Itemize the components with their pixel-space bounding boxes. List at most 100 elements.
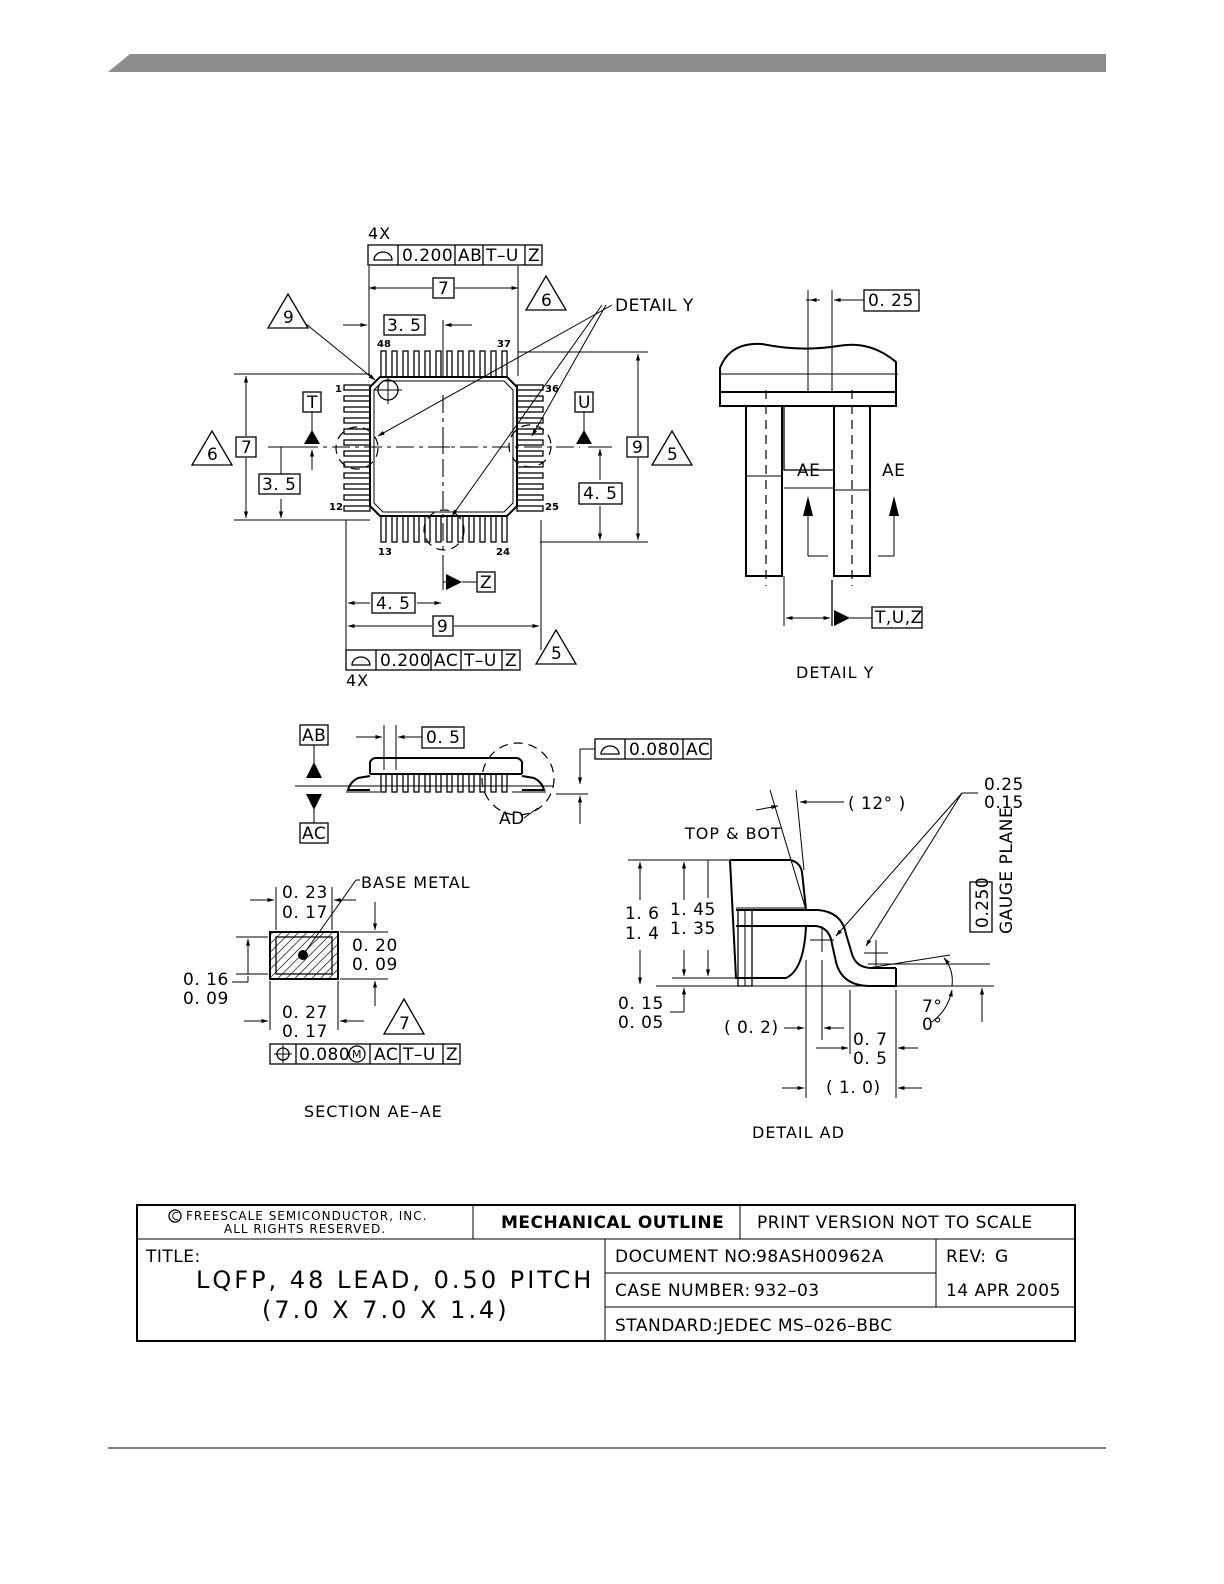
- datum-ac: AC: [299, 794, 329, 844]
- svg-text:Z: Z: [446, 1045, 458, 1065]
- pin-36: 36: [545, 384, 559, 395]
- sec-top-min: 0. 17: [282, 903, 328, 923]
- fcf-top-ref1: AB: [458, 246, 482, 266]
- sec-bottom-min: 0. 17: [282, 1022, 328, 1042]
- svg-text:Z: Z: [505, 651, 517, 671]
- sec-right-max: 0. 20: [352, 936, 398, 956]
- ad-foot-max: 0. 7: [853, 1030, 887, 1050]
- dim-half-right: 4. 5: [583, 484, 617, 504]
- ad-height-max: 1. 6: [625, 904, 659, 924]
- dim-overall-bottom: 9: [437, 617, 448, 637]
- detail-y-callout: DETAIL Y: [615, 296, 694, 316]
- svg-text:T–U: T–U: [463, 651, 497, 671]
- detail-y-dim: 0. 25: [868, 291, 914, 311]
- fcf-top: 0.200 AB T–U Z: [367, 244, 543, 266]
- sec-top-max: 0. 23: [282, 883, 328, 903]
- fcf-count-top: 4X: [368, 224, 391, 243]
- svg-text:T–U: T–U: [402, 1045, 436, 1065]
- ad-r-min: 0.15: [984, 793, 1024, 813]
- tb-case-value: 932–03: [754, 1281, 820, 1301]
- detail-ad-title: DETAIL AD: [752, 1123, 845, 1142]
- datum-z: Z: [442, 560, 496, 593]
- sec-bottom-max: 0. 27: [282, 1003, 328, 1023]
- note-6-left: 6: [190, 429, 234, 466]
- tb-print-note: PRINT VERSION NOT TO SCALE: [757, 1213, 1033, 1233]
- svg-text:T: T: [306, 393, 318, 413]
- svg-text:5: 5: [667, 445, 678, 465]
- gauge-plane-label: GAUGE PLANE: [997, 807, 1017, 934]
- svg-text:6: 6: [207, 445, 218, 465]
- ad-height-min: 1. 4: [625, 924, 659, 944]
- leads-right: [516, 384, 544, 512]
- section-label-right: AE: [882, 461, 905, 481]
- tb-doc-value: 98ASH00962A: [756, 1247, 884, 1267]
- leads-top: [380, 350, 508, 378]
- side-leads: [380, 773, 508, 793]
- pin-12: 12: [329, 502, 343, 513]
- section-label-left: AE: [797, 461, 820, 481]
- datum-t: T: [302, 391, 322, 444]
- ad-top-bot: TOP & BOT: [684, 824, 782, 843]
- tb-title-line1: LQFP, 48 LEAD, 0.50 PITCH: [196, 1266, 594, 1294]
- dim-half-top: 3. 5: [387, 316, 421, 336]
- svg-text:6: 6: [541, 291, 552, 311]
- ad-standoff-min: 0. 05: [618, 1013, 664, 1033]
- svg-text:0.080: 0.080: [299, 1045, 350, 1065]
- sec-left-min: 0. 09: [183, 989, 229, 1009]
- ad-lead-ref: ( 0. 2): [724, 1018, 779, 1038]
- svg-text:7: 7: [399, 1014, 410, 1034]
- ad-angle: ( 12° ): [848, 794, 906, 814]
- dim-half-bottom: 4. 5: [376, 594, 410, 614]
- tb-copyright: FREESCALE SEMICONDUCTOR, INC.: [186, 1209, 427, 1223]
- fcf-top-ref3: Z: [528, 246, 540, 266]
- datum-u: U: [574, 391, 594, 444]
- fcf-bottom: 0.200 AC T–U Z: [345, 649, 521, 671]
- surface-profile-icon: [351, 656, 371, 666]
- sec-left-max: 0. 16: [183, 970, 229, 990]
- top-view: 4X 0.200 AB T–U Z 7 6: [190, 224, 694, 690]
- datum-ab: AB: [299, 724, 329, 778]
- tb-title-line2: (7.0 X 7.0 X 1.4): [262, 1296, 510, 1324]
- svg-text:U: U: [578, 393, 591, 413]
- pin-24: 24: [496, 547, 510, 558]
- svg-text:Z: Z: [480, 573, 492, 593]
- leads-bottom: [380, 515, 508, 543]
- base-metal-label: BASE METAL: [361, 873, 471, 892]
- fcf-position: 0.080 M AC T–U Z: [269, 1043, 461, 1065]
- ad-standoff-max: 0. 15: [618, 994, 664, 1014]
- tb-case-label: CASE NUMBER:: [615, 1281, 751, 1301]
- surface-profile-icon: [600, 745, 620, 755]
- note-7: 7: [382, 997, 426, 1035]
- lead-cross-section: [269, 931, 339, 980]
- svg-text:AC: AC: [374, 1045, 398, 1065]
- gauge-value-box: 0.250: [969, 877, 993, 933]
- tb-rev-value: G: [995, 1247, 1009, 1267]
- svg-text:5: 5: [551, 644, 562, 664]
- svg-text:AC: AC: [302, 824, 326, 844]
- ad-foot-ref: ( 1. 0): [826, 1078, 881, 1098]
- svg-text:0.200: 0.200: [380, 651, 431, 671]
- ad-angle-max: 7°: [922, 997, 942, 1017]
- tb-std-value: JEDEC MS–026–BBC: [717, 1316, 893, 1336]
- svg-text:0.250: 0.250: [973, 877, 993, 928]
- ad-body-min: 1. 35: [670, 919, 716, 939]
- section-ae: BASE METAL 0. 23 0. 17 0. 20 0. 09 0. 16…: [183, 873, 471, 1121]
- detail-y-title: DETAIL Y: [796, 663, 874, 682]
- header-bar: [108, 54, 1106, 72]
- tb-doc-label: DOCUMENT NO:: [615, 1247, 757, 1267]
- svg-text:0.080: 0.080: [629, 740, 680, 760]
- pin-25: 25: [545, 502, 559, 513]
- svg-text:9: 9: [283, 308, 294, 328]
- fcf-side: 0.080 AC: [594, 738, 712, 760]
- pin-37: 37: [497, 339, 511, 350]
- sec-right-min: 0. 09: [352, 955, 398, 975]
- note-5-right: 5: [650, 429, 694, 466]
- detail-ad-callout: AD: [499, 809, 525, 829]
- fcf-top-ref2: T–U: [485, 246, 519, 266]
- side-pitch: 0. 5: [426, 728, 460, 748]
- dim-overall-right: 9: [632, 438, 643, 458]
- mmc-modifier-icon: M: [348, 1045, 366, 1063]
- tb-title-label: TITLE:: [145, 1247, 201, 1267]
- detail-ad: ( 12° ) TOP & BOT 0.25 0.15 0.250 GAUGE …: [618, 775, 1024, 1142]
